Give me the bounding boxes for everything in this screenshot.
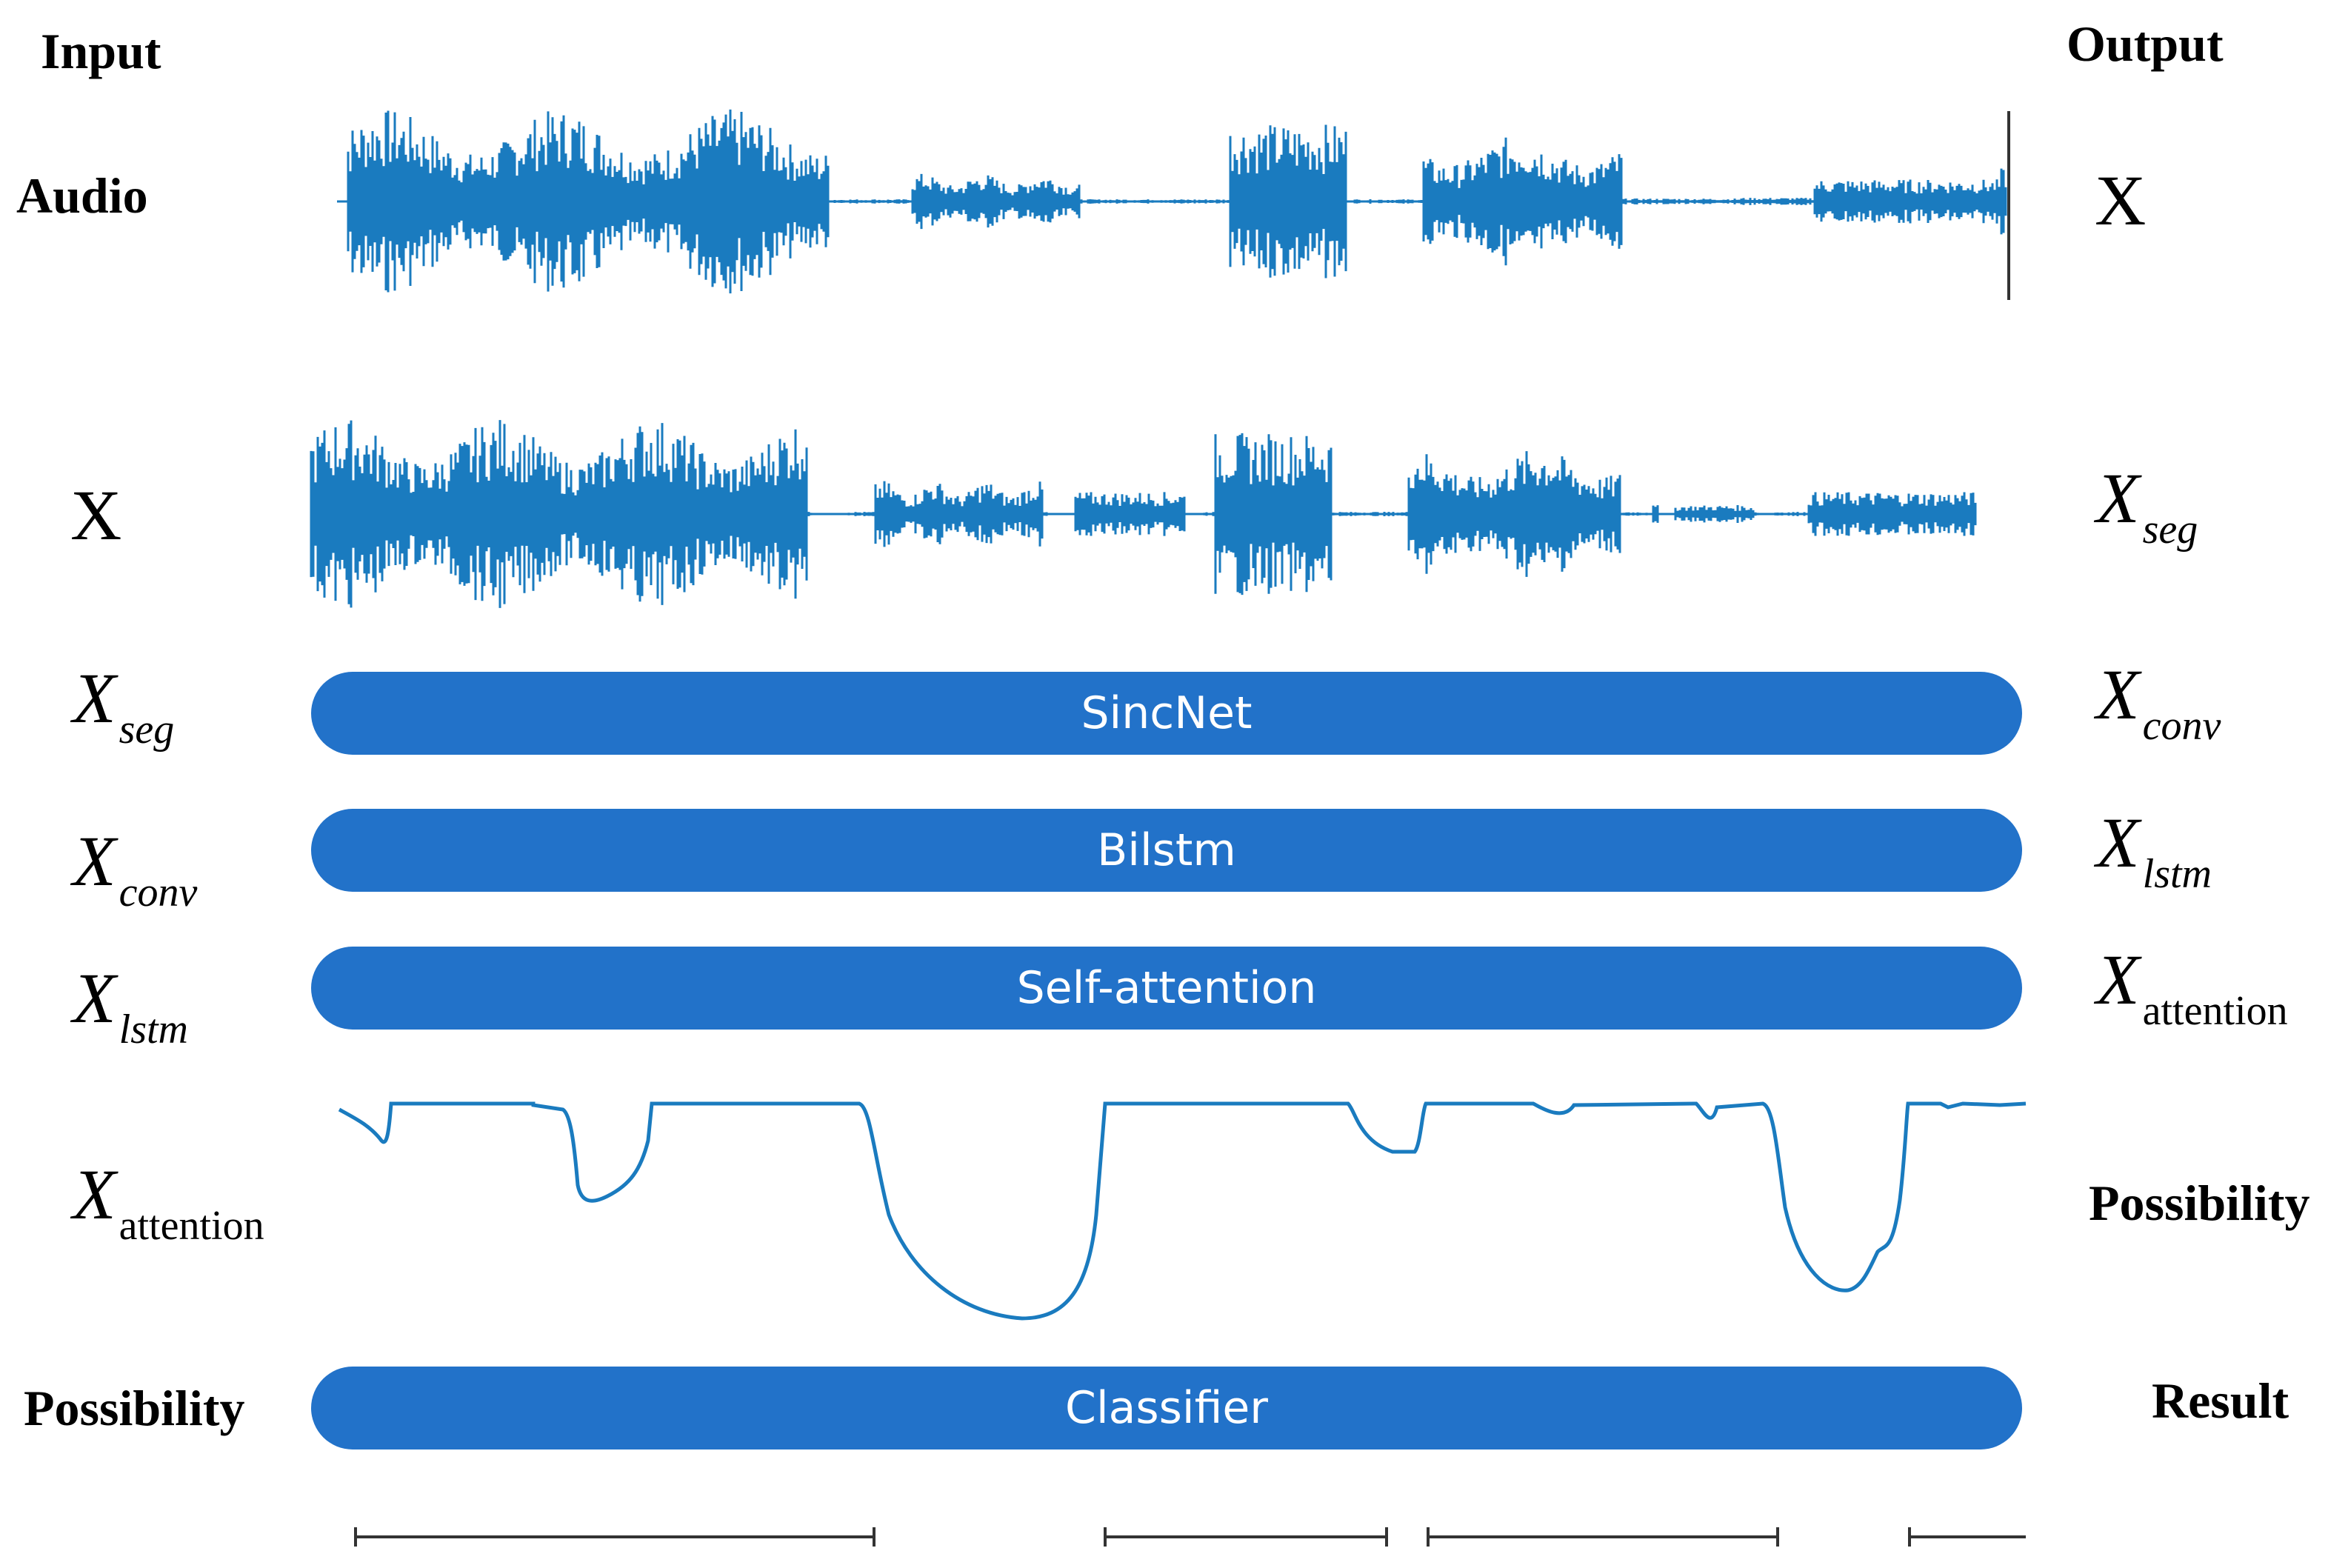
output-column-header: Output bbox=[2067, 16, 2224, 72]
possibility-curve bbox=[338, 1101, 2027, 1321]
possibility-input-label: Xattention bbox=[73, 1155, 264, 1249]
self-attention-block: Self-attention bbox=[311, 947, 2022, 1030]
classifier-output-label: Result bbox=[2152, 1372, 2289, 1429]
classifier-block: Classifier bbox=[311, 1367, 2022, 1449]
audio-waveform bbox=[337, 109, 2007, 294]
result-segments bbox=[354, 1527, 2026, 1547]
input-column-header: Input bbox=[41, 23, 161, 79]
segment-input-label: X bbox=[70, 476, 122, 555]
sincnet-input-label: Xseg bbox=[73, 658, 175, 753]
possibility-output-label: Possibility bbox=[2089, 1175, 2310, 1231]
audio-output-label: X bbox=[2095, 161, 2147, 240]
bilstm-input-label: Xconv bbox=[73, 821, 198, 915]
classifier-input-label: Possibility bbox=[24, 1380, 245, 1436]
segment-output-label: Xseg bbox=[2096, 458, 2198, 553]
sincnet-output-label: Xconv bbox=[2096, 655, 2221, 749]
bilstm-block: Bilstm bbox=[311, 809, 2022, 892]
attention-output-label: Xattention bbox=[2096, 940, 2288, 1034]
sincnet-block: SincNet bbox=[311, 672, 2022, 755]
audio-input-label: Audio bbox=[16, 167, 148, 224]
bilstm-output-label: Xlstm bbox=[2096, 803, 2212, 897]
attention-input-label: Xlstm bbox=[73, 958, 188, 1052]
segmented-waveform bbox=[310, 420, 1977, 608]
